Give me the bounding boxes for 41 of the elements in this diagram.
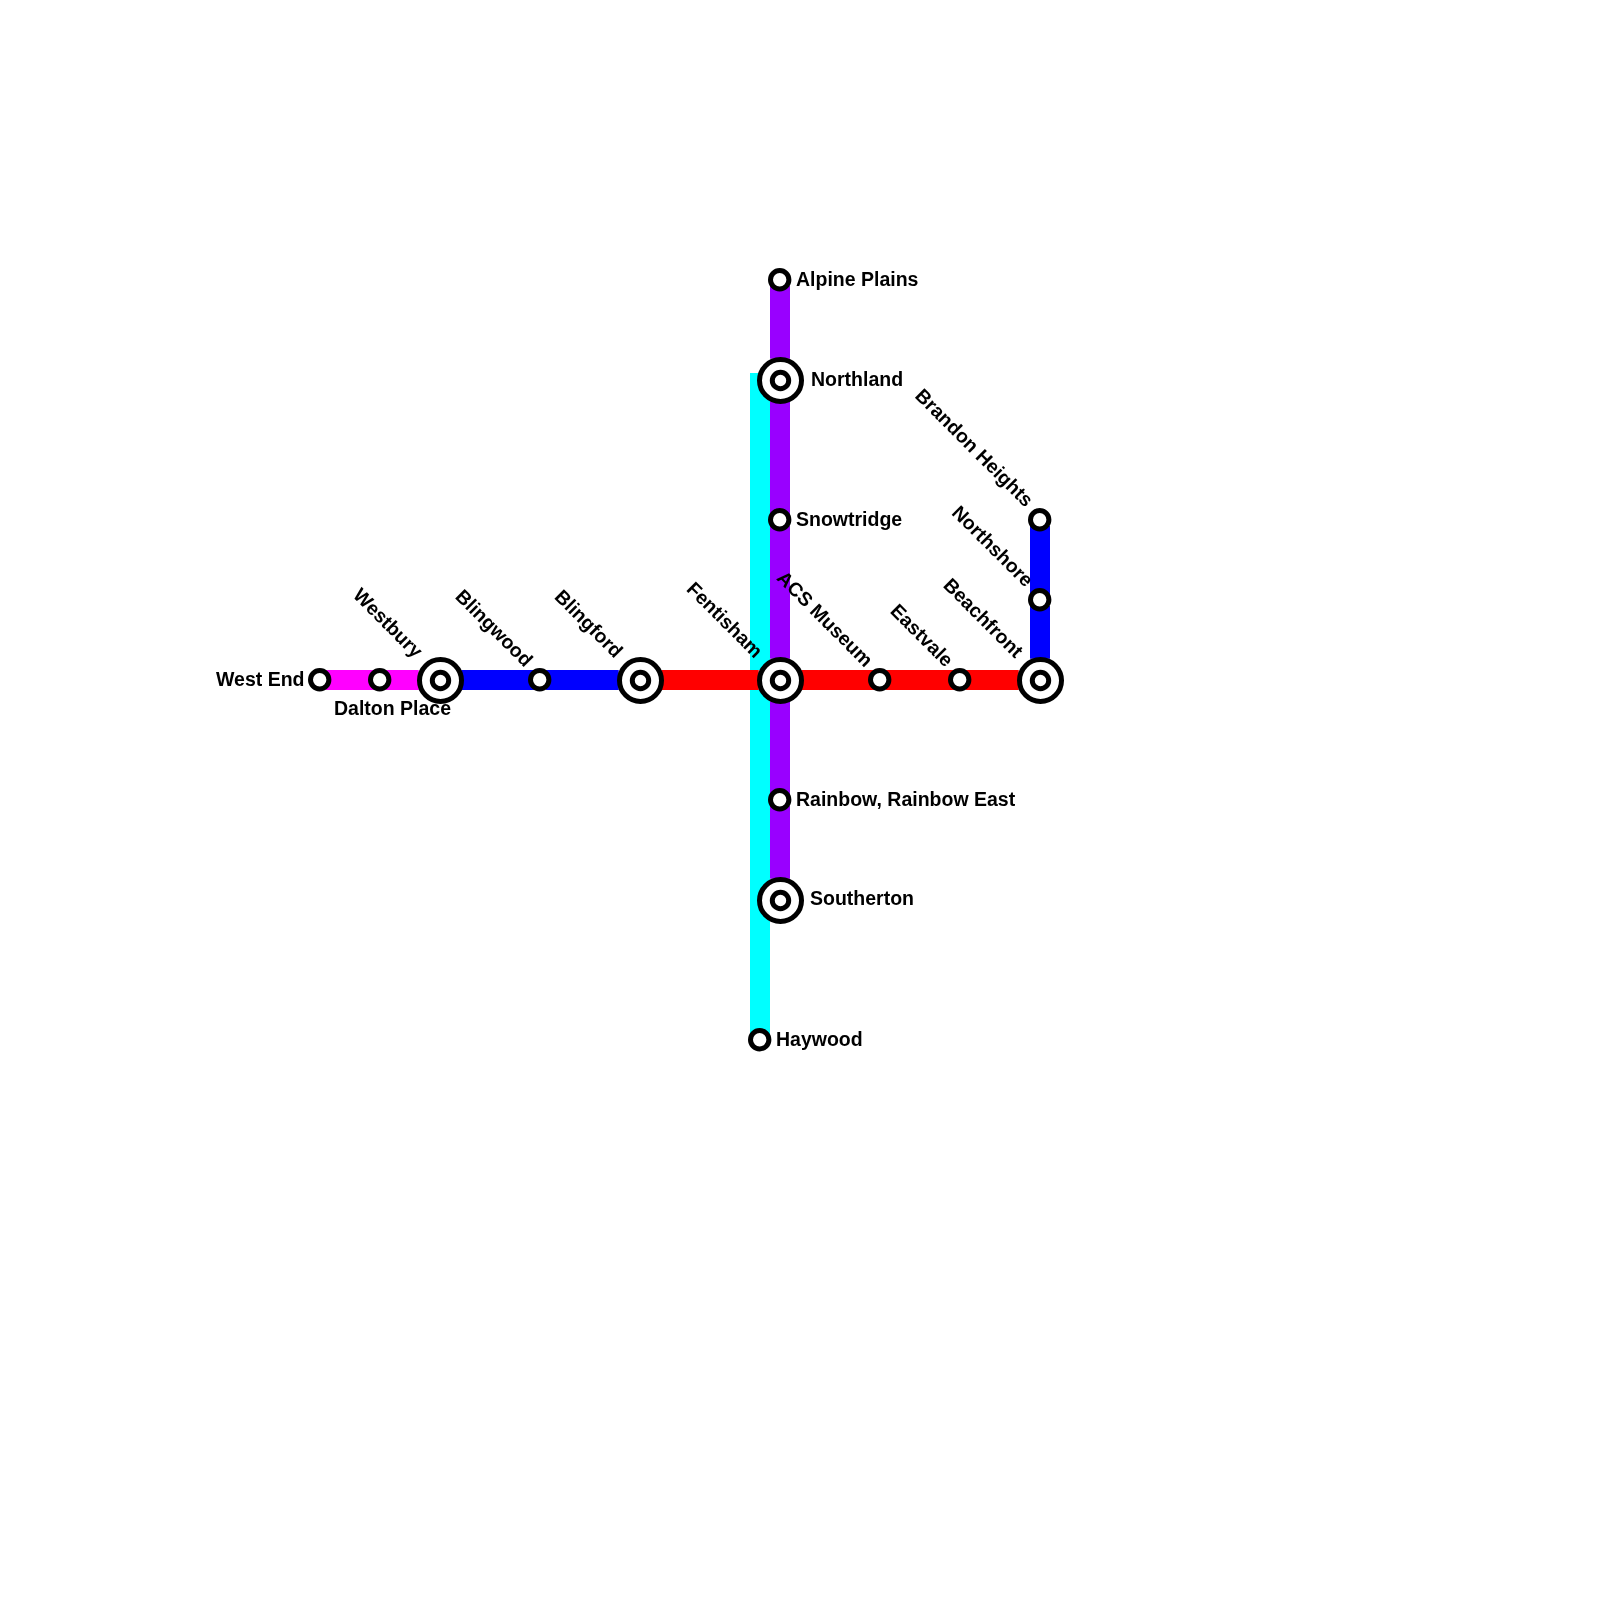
station-name: Haywood — [776, 1028, 863, 1050]
metro-line — [770, 286, 790, 359]
station-icon — [768, 788, 792, 812]
metro-line — [770, 701, 790, 794]
station-icon — [1028, 508, 1052, 532]
metro-line — [801, 670, 874, 690]
station-name: Snowtridge — [796, 508, 903, 530]
station-name: Southerton — [810, 887, 914, 909]
station-icon — [368, 668, 392, 692]
station-icon — [768, 268, 792, 292]
station-icon — [768, 508, 792, 532]
metro-line — [386, 670, 419, 690]
interchange-icon — [756, 656, 804, 704]
station-name: West End — [216, 668, 305, 690]
metro-line — [770, 401, 790, 514]
station-name: Northland — [811, 368, 904, 390]
metro-line — [966, 670, 1019, 690]
metro-line — [770, 526, 790, 659]
station-icon — [308, 668, 332, 692]
metro-line — [886, 670, 954, 690]
station-name: Rainbow, Rainbow East — [796, 788, 1016, 810]
metro-line — [326, 670, 374, 690]
metro-line — [461, 670, 534, 690]
interchange-icon — [616, 656, 664, 704]
metro-line — [1030, 606, 1050, 659]
station-name: Dalton Place — [334, 697, 452, 719]
station-icon — [1028, 588, 1052, 612]
metro-line — [661, 670, 759, 690]
station-icon — [748, 1028, 772, 1052]
metro-line — [750, 900, 770, 1034]
station-icon — [528, 668, 552, 692]
interchange-icon — [756, 876, 804, 924]
station-icon — [868, 668, 892, 692]
metro-line — [750, 690, 770, 900]
station-icon — [948, 668, 972, 692]
metro-line — [750, 373, 770, 670]
station-name: Alpine Plains — [796, 268, 919, 290]
metro-line — [546, 670, 619, 690]
metro-line — [1030, 526, 1050, 594]
metro-line — [770, 806, 790, 879]
interchange-icon — [756, 356, 804, 404]
